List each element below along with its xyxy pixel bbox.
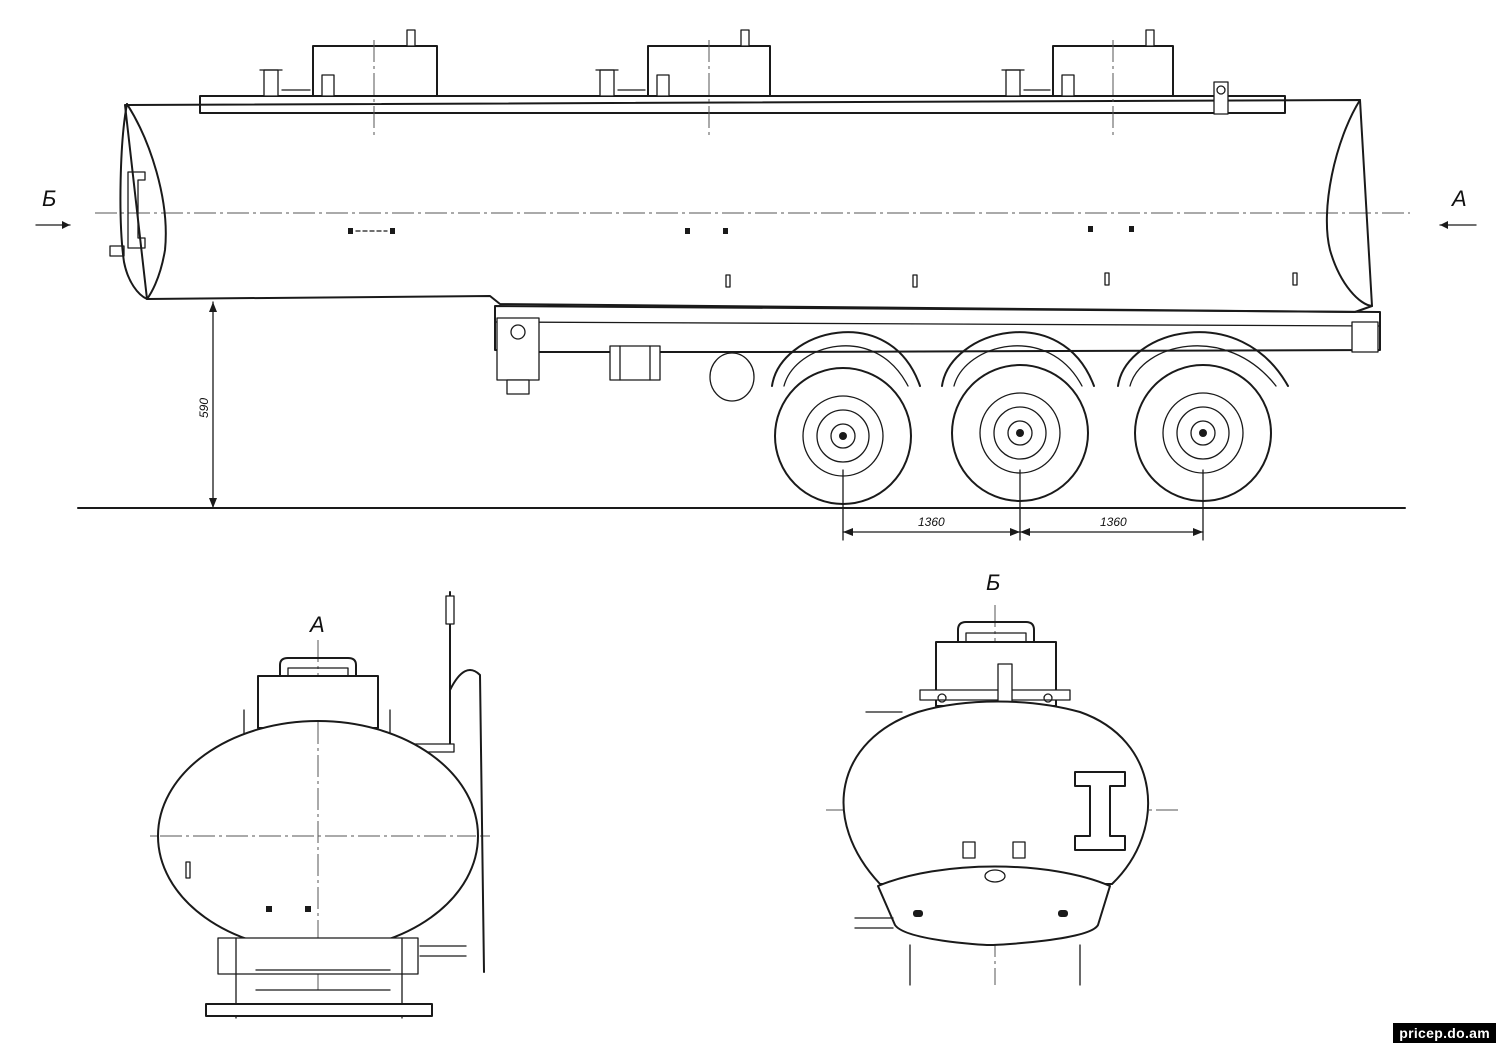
breather-eye [1216, 85, 1226, 95]
landing-gear [496, 317, 661, 395]
tank-front-head [1325, 99, 1373, 307]
fender-3 [1117, 331, 1289, 387]
view-a-handrail [449, 669, 485, 973]
hatch-1 [259, 29, 438, 135]
view-b-label: Б [986, 570, 1000, 595]
chassis-rail [494, 321, 1381, 327]
tank-body [124, 99, 1373, 313]
axle-spacing-label-1: 1360 [918, 515, 945, 529]
arrow-head-icon [1440, 221, 1448, 229]
view-a-label: А [308, 612, 325, 637]
height-dimension: 590 [197, 301, 217, 509]
fender-2 [941, 331, 1095, 387]
view-a-undercarriage [205, 937, 467, 1019]
axle-spacing-label-2: 1360 [1100, 515, 1127, 529]
rear-valve [109, 245, 125, 257]
rear-bumper [1351, 321, 1379, 353]
view-b-hatch-handle [957, 621, 1035, 643]
view-a-mark [185, 861, 191, 879]
view-b-rear-ladder [1074, 771, 1126, 851]
view-b-bumper [877, 865, 1111, 946]
axle-dimension: 1360 1360 [842, 469, 1204, 541]
fender-1 [771, 331, 921, 387]
height-dimension-label: 590 [197, 398, 211, 418]
tool-box [709, 352, 755, 402]
breather-valve [1213, 81, 1229, 115]
view-b-tank [842, 700, 1150, 885]
view-a-hatch-handle [279, 657, 357, 677]
side-view: Б А [35, 29, 1477, 541]
hatch-3 [1001, 29, 1174, 135]
tank-side-marks [348, 226, 1298, 288]
tank-rear-head [126, 103, 167, 300]
view-b-light-left [962, 841, 976, 859]
hatch-2 [595, 29, 771, 135]
arrow-head-icon [62, 221, 70, 229]
view-a: А [150, 591, 490, 1019]
view-b: Б [826, 570, 1180, 986]
view-a-hatch [257, 675, 379, 729]
watermark: pricep.do.am [1393, 1023, 1496, 1043]
section-marker-left: Б [42, 186, 56, 211]
section-marker-right: А [1450, 186, 1467, 211]
view-b-light-right [1012, 841, 1026, 859]
rear-ladder [127, 171, 146, 249]
chassis-frame [494, 305, 1381, 353]
